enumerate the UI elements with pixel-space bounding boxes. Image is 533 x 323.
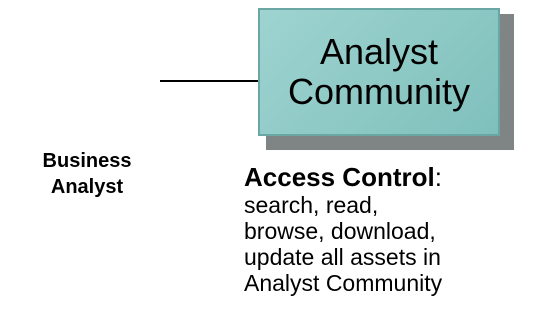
analyst-community-box: Analyst Community	[258, 8, 500, 136]
access-control-heading: Access Control:	[244, 162, 529, 192]
connector-line	[160, 80, 260, 82]
access-control-heading-label: Access Control	[244, 162, 435, 192]
role-label-line1: Business	[42, 150, 132, 172]
access-line-3: update all assets in	[244, 244, 441, 270]
access-line-2: browse, download,	[244, 218, 436, 244]
access-line-4: Analyst Community	[244, 270, 443, 296]
access-control-heading-colon: :	[434, 162, 442, 192]
community-title-line2: Community	[287, 71, 471, 112]
community-title-line1: Analyst	[319, 31, 439, 72]
role-label: Business Analyst	[12, 148, 162, 200]
business-analyst-photo	[6, 16, 156, 148]
access-control-text: Access Control: search, read, browse, do…	[244, 162, 529, 296]
access-line-1: search, read,	[244, 192, 379, 218]
role-label-line2: Analyst	[50, 176, 124, 198]
community-box-title: Analyst Community	[288, 32, 470, 112]
